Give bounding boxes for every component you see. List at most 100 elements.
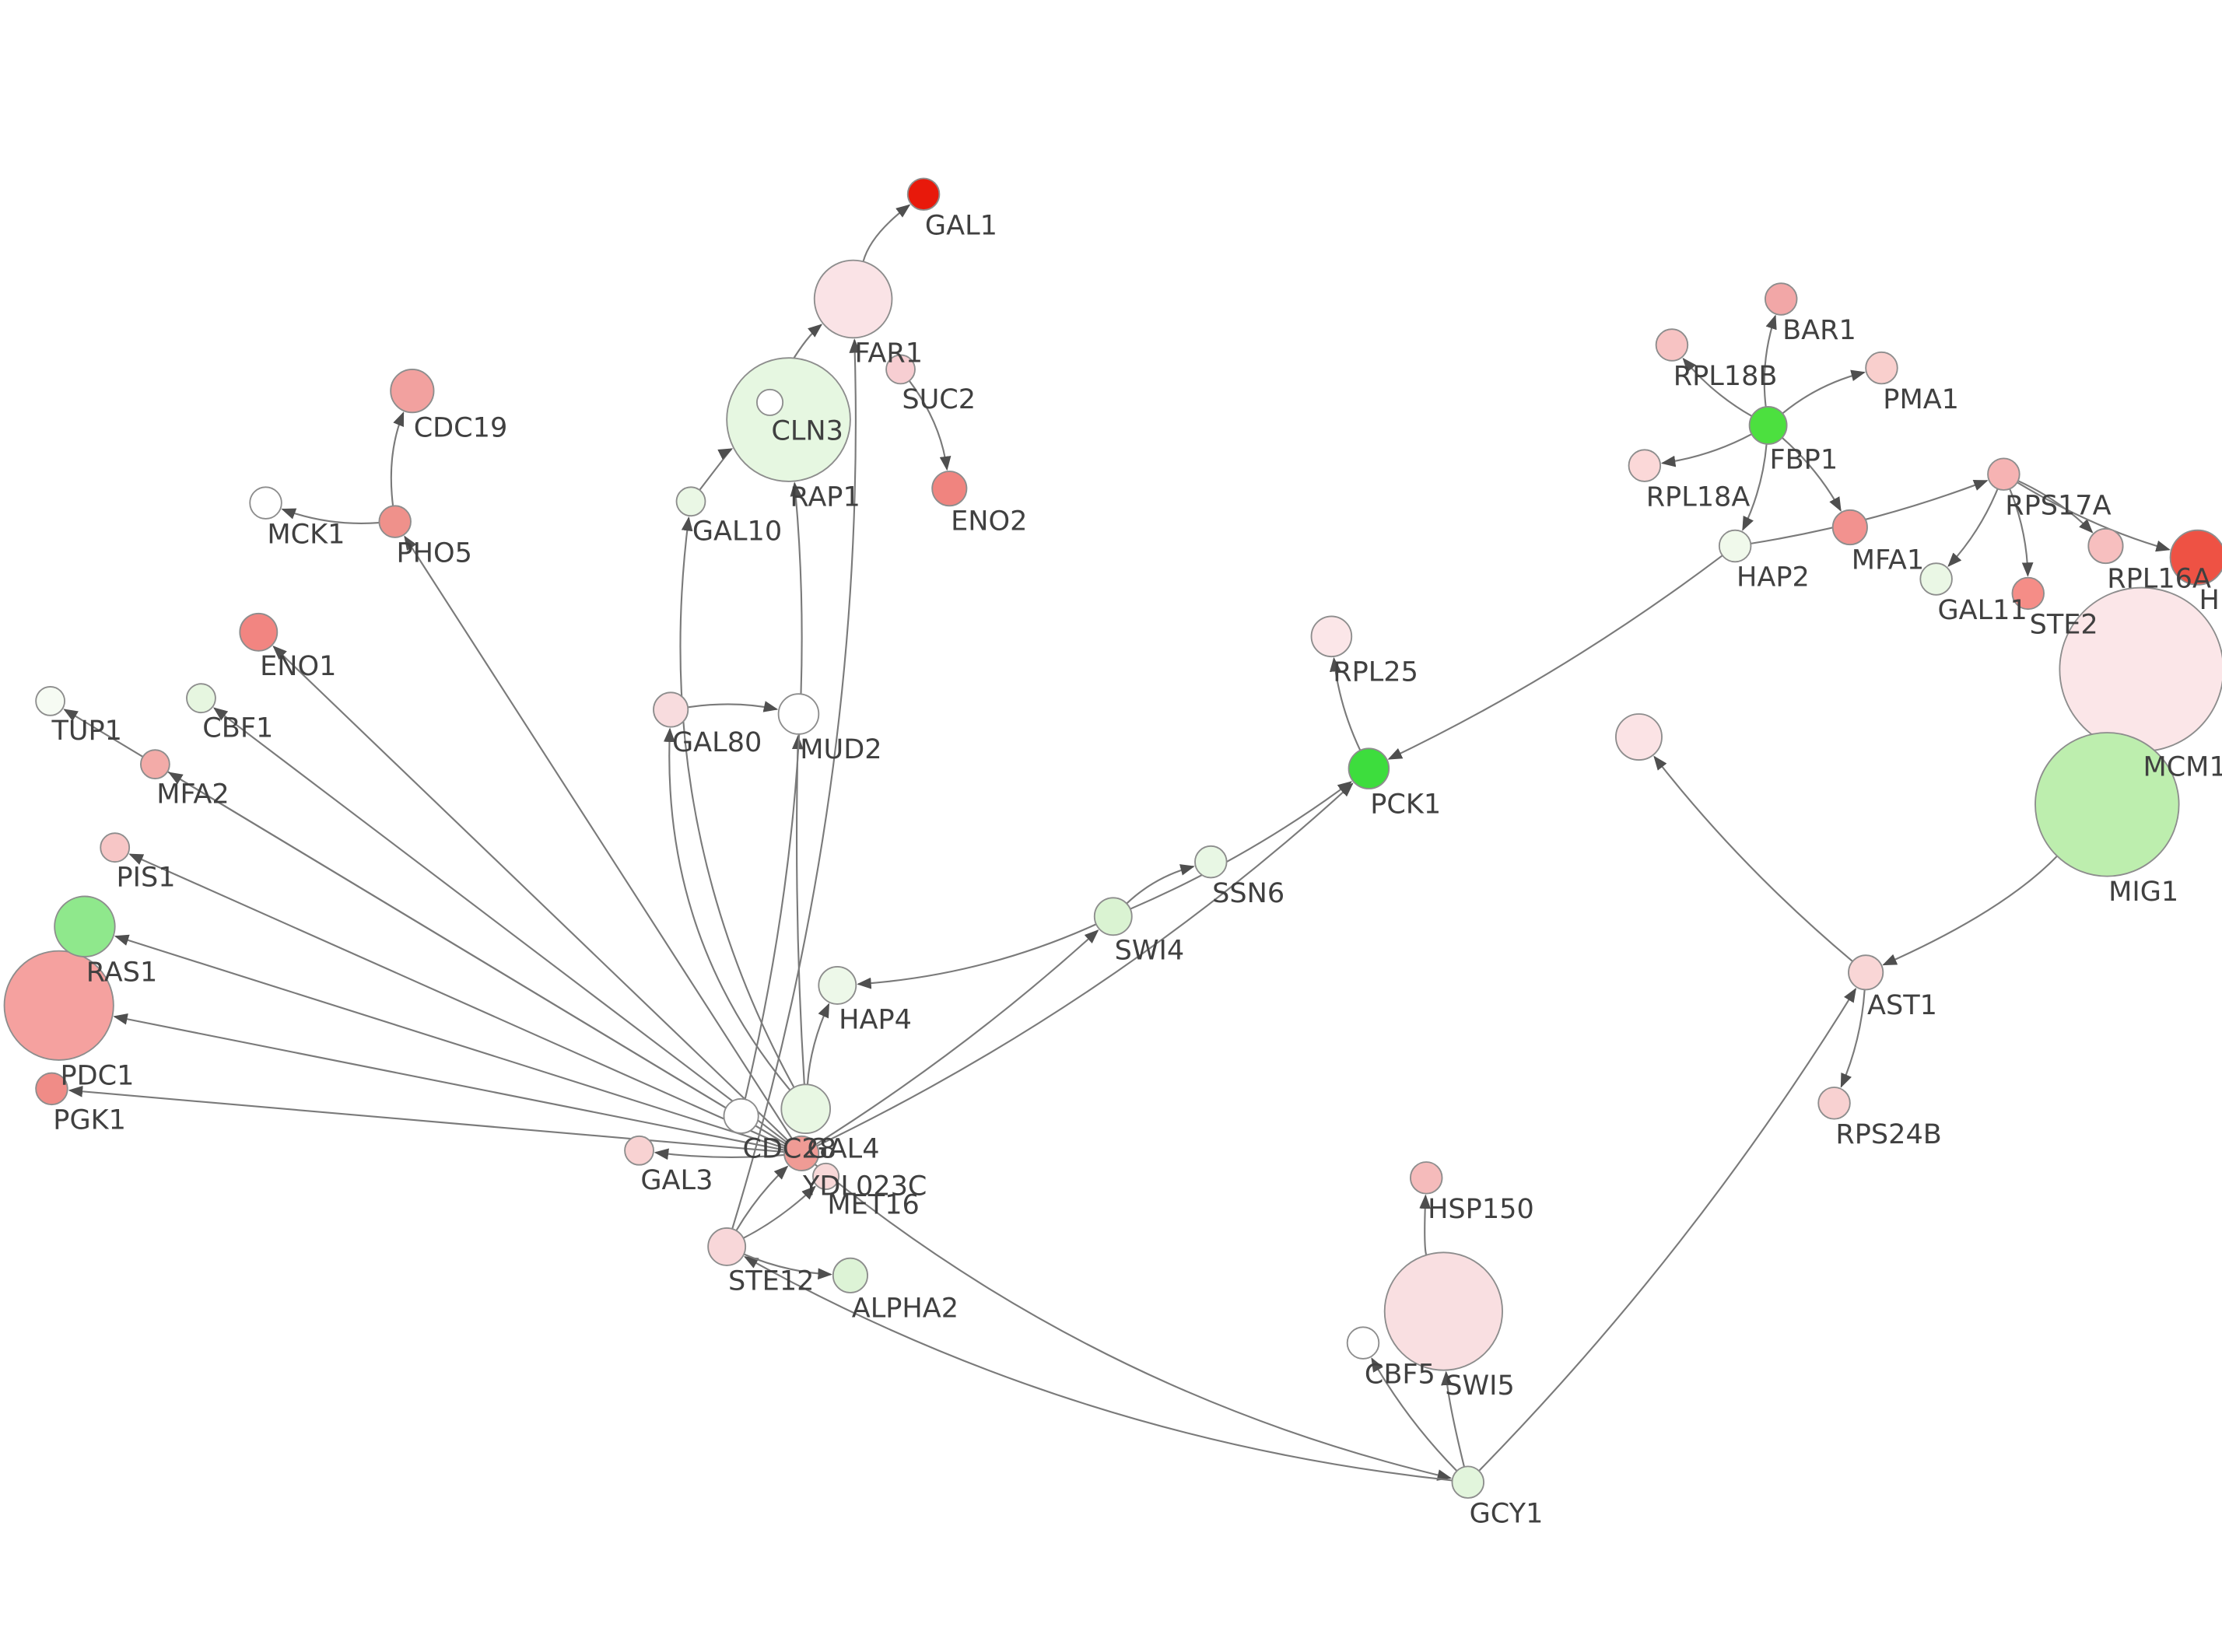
node-ras1[interactable]: [54, 895, 116, 957]
node-label-tup1: TUP1: [51, 715, 122, 747]
node-label-cln3: CLN3: [771, 415, 843, 446]
node-label-alpha2: ALPHA2: [852, 1292, 959, 1324]
node-label-ydl023c: YDL023C: [802, 1170, 927, 1202]
edge-gal80-mud2: [687, 701, 779, 712]
node-label-ast1: AST1: [1867, 989, 1937, 1021]
node-label-cdc28: CDC28: [742, 1132, 836, 1164]
node-label-gal1: GAL1: [925, 209, 997, 241]
node-met16[interactable]: [812, 1162, 840, 1190]
edge-ste12-met16: [743, 1185, 816, 1239]
node-label-ssn6: SSN6: [1212, 877, 1284, 909]
node-ste2[interactable]: [2011, 576, 2045, 611]
node-rap1[interactable]: [726, 357, 851, 482]
node-label-pdc1: PDC1: [61, 1059, 135, 1091]
node-gcy1[interactable]: [1451, 1465, 1485, 1499]
edge-gal4-hap4: [806, 1003, 830, 1085]
node-label-mck1: MCK1: [267, 518, 345, 550]
node-label-rps24b: RPS24B: [1835, 1118, 1941, 1150]
edge-gal10-rap1: [699, 448, 734, 491]
node-pho5[interactable]: [378, 505, 412, 538]
edge-ydl023c-gcy1: [814, 1164, 1453, 1481]
node-label-rpl18a: RPL18A: [1646, 481, 1751, 513]
node-gal10[interactable]: [675, 486, 706, 517]
node-mfa2[interactable]: [140, 749, 170, 779]
edge-fbp1-hap2: [1742, 443, 1768, 531]
node-ssn6[interactable]: [1194, 845, 1228, 879]
node-label-ste2: STE2: [2030, 609, 2098, 641]
node-fbp1[interactable]: [1748, 406, 1788, 445]
node-hsp150[interactable]: [1410, 1161, 1443, 1195]
node-label-swi5: SWI5: [1445, 1370, 1515, 1402]
node-cln3[interactable]: [756, 388, 784, 416]
node-label-pho5: PHO5: [397, 537, 472, 569]
node-label-pma1: PMA1: [1883, 383, 1959, 415]
node-pdc1[interactable]: [3, 950, 114, 1061]
node-node1[interactable]: [1615, 713, 1663, 761]
node-swi4[interactable]: [1093, 897, 1133, 936]
node-gal80[interactable]: [653, 691, 689, 728]
node-rps17a[interactable]: [1987, 457, 2020, 491]
node-mud2[interactable]: [777, 693, 820, 735]
node-gal11[interactable]: [1919, 562, 1953, 596]
node-swi5[interactable]: [1383, 1251, 1503, 1371]
node-label-gal80: GAL80: [672, 726, 762, 758]
node-cdc19[interactable]: [390, 369, 435, 414]
node-label-pis1: PIS1: [117, 862, 176, 894]
node-label-pck1: PCK1: [1370, 788, 1441, 820]
edge-ydl023c-pck1: [816, 782, 1354, 1147]
node-rpl18b[interactable]: [1655, 328, 1689, 362]
node-suc2[interactable]: [885, 354, 916, 385]
node-gal3[interactable]: [624, 1135, 654, 1166]
node-alpha2[interactable]: [832, 1257, 868, 1293]
node-hap4[interactable]: [818, 966, 857, 1005]
node-pck1[interactable]: [1348, 747, 1390, 789]
node-cbf1[interactable]: [186, 683, 216, 714]
node-label-ras1: RAS1: [86, 956, 157, 988]
edge-ydl023c-eno1: [272, 645, 790, 1143]
node-label-gal4: GAL4: [808, 1132, 880, 1164]
node-label-hap4: HAP4: [839, 1003, 912, 1035]
node-far1[interactable]: [813, 259, 893, 339]
node-rps24b[interactable]: [1817, 1087, 1851, 1120]
node-gal4[interactable]: [780, 1083, 832, 1135]
node-ast1[interactable]: [1848, 954, 1884, 991]
edge-ast1-rps24b: [1840, 989, 1866, 1088]
node-rpl18a[interactable]: [1628, 449, 1662, 482]
node-hap2[interactable]: [1718, 529, 1752, 563]
node-rpl16a[interactable]: [2087, 527, 2124, 565]
node-eno2[interactable]: [931, 471, 968, 507]
node-gal1[interactable]: [906, 177, 941, 211]
edge-fbp1-rpl18a: [1660, 433, 1752, 467]
node-pma1[interactable]: [1865, 351, 1898, 385]
node-label-mfa2: MFA2: [156, 778, 229, 810]
edge-ydl023c-pho5: [404, 535, 794, 1139]
edge-suc2-eno2: [908, 380, 952, 471]
node-pis1[interactable]: [100, 832, 131, 863]
node-his4[interactable]: [2169, 529, 2222, 586]
edge-ste12-far1: [731, 338, 861, 1230]
edge-rps17a-ste2: [2009, 488, 2034, 577]
edge-gcy1-swi5: [1441, 1370, 1466, 1468]
node-bar1[interactable]: [1765, 282, 1798, 316]
node-tup1[interactable]: [35, 686, 65, 716]
node-rpl25[interactable]: [1310, 615, 1353, 658]
node-cdc28[interactable]: [723, 1097, 759, 1135]
node-label-mig1: MIG1: [2108, 876, 2178, 908]
node-cbf5[interactable]: [1346, 1326, 1380, 1360]
node-mck1[interactable]: [249, 486, 282, 520]
node-pgk1[interactable]: [35, 1072, 68, 1106]
node-mfa1[interactable]: [1831, 509, 1868, 546]
node-ydl023c[interactable]: [783, 1135, 820, 1172]
edge-fbp1-pma1: [1782, 369, 1866, 415]
node-ste12[interactable]: [707, 1227, 747, 1266]
node-eno1[interactable]: [239, 612, 279, 652]
node-label-far1: FAR1: [854, 338, 923, 369]
node-label-cbf1: CBF1: [202, 712, 273, 744]
node-label-swi4: SWI4: [1115, 935, 1185, 967]
edge-gcy1-cbf5: [1371, 1357, 1458, 1472]
node-mig1[interactable]: [2034, 732, 2180, 877]
node-label-rpl18b: RPL18B: [1674, 360, 1778, 392]
node-label-gal10: GAL10: [692, 516, 782, 548]
